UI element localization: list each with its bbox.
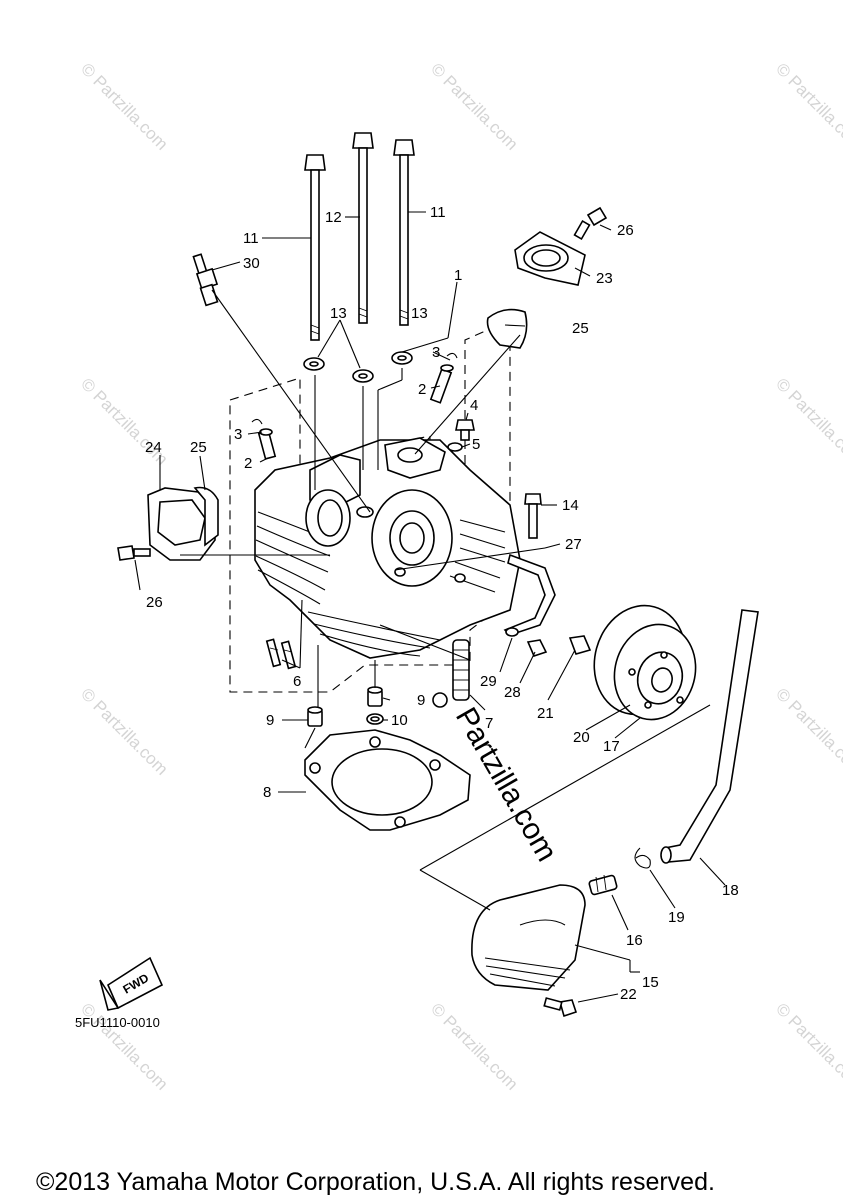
callout-17: 17 <box>603 738 620 755</box>
chain-guide <box>452 639 470 701</box>
copyright-circle <box>432 692 448 708</box>
callout-2: 2 <box>418 381 426 398</box>
washers <box>303 351 413 383</box>
callout-27: 27 <box>565 536 582 553</box>
head-bolt-center <box>352 132 374 324</box>
hose-clip <box>634 847 651 869</box>
callout-28: 28 <box>504 684 521 701</box>
watermark: © Partzilla.com <box>427 999 521 1093</box>
callout-25: 25 <box>190 439 207 456</box>
callout-15: 15 <box>642 974 659 991</box>
side-cover <box>117 486 219 561</box>
callout-26: 26 <box>617 222 634 239</box>
callout-24: 24 <box>145 439 162 456</box>
callout-1: 1 <box>454 267 462 284</box>
valve-guides <box>251 352 458 460</box>
callout-6: 6 <box>293 673 301 690</box>
watermark: © Partzilla.com <box>77 999 171 1093</box>
cover-gasket <box>503 553 556 636</box>
callout-9: 9 <box>417 692 425 709</box>
watermark: © Partzilla.com <box>427 59 521 153</box>
watermark: © Partzilla.com <box>77 684 171 778</box>
callout-13: 13 <box>330 305 347 322</box>
callout-11: 11 <box>243 230 259 247</box>
callout-7: 7 <box>485 715 493 732</box>
breather-hose <box>660 609 759 864</box>
small-fasteners <box>505 627 592 657</box>
watermark: © Partzilla.com <box>772 684 843 778</box>
callout-19: 19 <box>668 909 685 926</box>
callout-20: 20 <box>573 729 590 746</box>
callout-5: 5 <box>472 436 480 453</box>
callout-14: 14 <box>562 497 579 514</box>
watermark: © Partzilla.com <box>772 999 843 1093</box>
callout-25: 25 <box>572 320 589 337</box>
spark-plug <box>192 253 219 307</box>
plug-and-oring <box>447 419 475 452</box>
head-gasket <box>304 729 471 831</box>
lower-cover <box>471 874 618 1018</box>
leader-lines <box>134 211 726 1003</box>
dowels <box>307 686 384 727</box>
callout-21: 21 <box>537 705 554 722</box>
camshaft-cover <box>593 604 697 721</box>
callout-9: 9 <box>266 712 274 729</box>
watermark: © Partzilla.com <box>772 374 843 468</box>
part-code: 5FU1110-0010 <box>75 1015 160 1030</box>
callout-23: 23 <box>596 270 613 287</box>
watermark: © Partzilla.com <box>77 59 171 153</box>
callout-12: 12 <box>325 209 342 226</box>
copyright-notice: ©2013 Yamaha Motor Corporation, U.S.A. A… <box>36 1168 715 1196</box>
callout-30: 30 <box>243 255 260 272</box>
callout-3: 3 <box>432 344 440 361</box>
callout-29: 29 <box>480 673 497 690</box>
callout-16: 16 <box>626 932 643 949</box>
callout-10: 10 <box>391 712 408 729</box>
watermark: © Partzilla.com <box>772 59 843 153</box>
callout-2: 2 <box>244 455 252 472</box>
bolt-14 <box>524 493 542 539</box>
callout-3: 3 <box>234 426 242 443</box>
callout-4: 4 <box>470 397 478 414</box>
head-bolt-right <box>393 139 415 326</box>
head-bolt-left <box>304 154 326 341</box>
callout-13: 13 <box>411 305 428 322</box>
callout-18: 18 <box>722 882 739 899</box>
callout-8: 8 <box>263 784 271 801</box>
callout-11: 11 <box>430 204 446 221</box>
callout-22: 22 <box>620 986 637 1003</box>
callout-26: 26 <box>146 594 163 611</box>
fwd-badge: FWD <box>99 956 164 1011</box>
callouts: 1 2 2 3 3 4 5 6 7 8 9 9 10 11 11 12 13 1… <box>145 204 739 1003</box>
cylinder-head <box>254 437 521 659</box>
dowel-studs <box>265 638 297 670</box>
